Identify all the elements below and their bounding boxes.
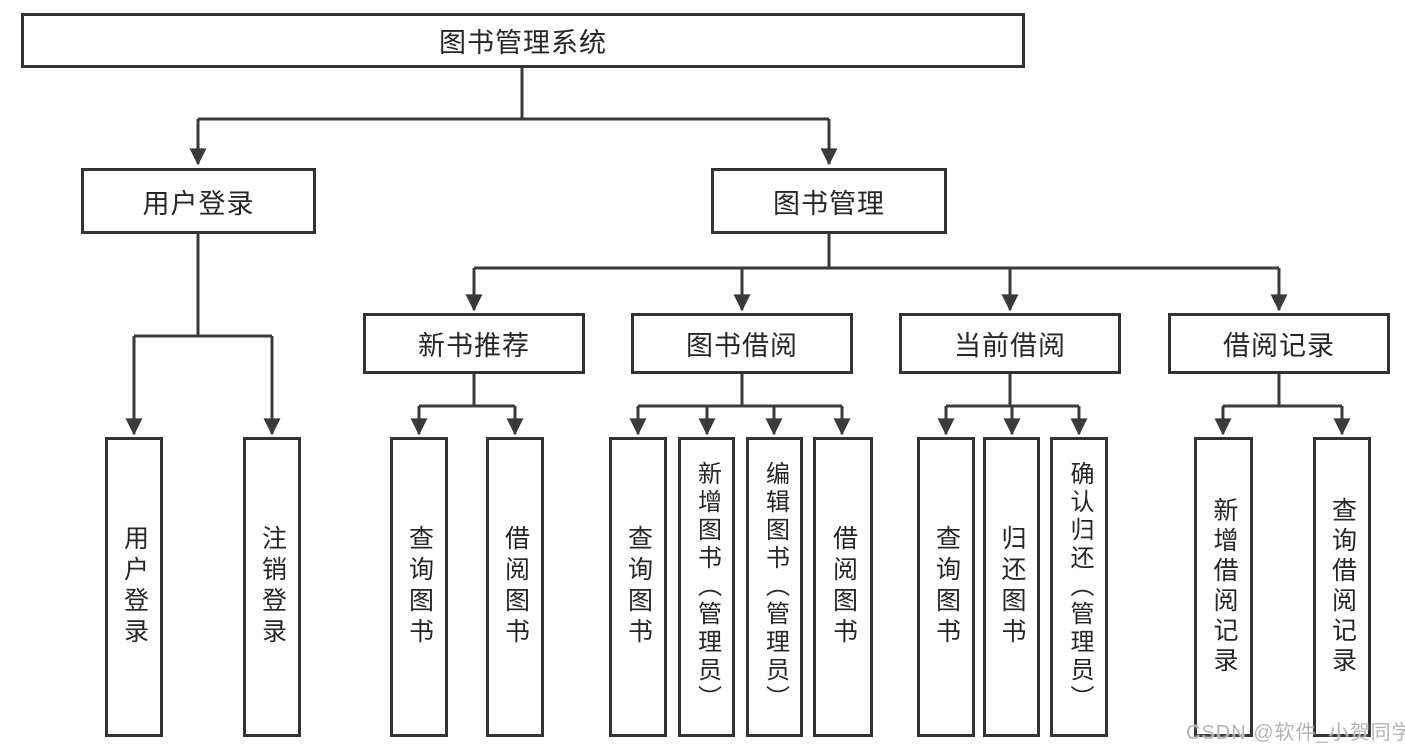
node-leaf-query-books: 查询图书: [390, 437, 448, 737]
leaf-label: 借阅图书: [829, 525, 858, 649]
node-leaf-query-books: 查询图书: [609, 437, 667, 737]
node-leaf-edit-book-admin: 编辑图书（管理员）: [746, 437, 803, 737]
node-borrow-records: 借阅记录: [1168, 313, 1390, 374]
node-leaf-query-books: 查询图书: [917, 437, 975, 737]
leaf-label: 新增图书（管理员）: [693, 461, 721, 713]
node-leaf-add-borrow-record: 新增借阅记录: [1194, 437, 1253, 737]
leaf-label: 编辑图书（管理员）: [761, 461, 789, 713]
node-book-borrowing: 图书借阅: [631, 313, 853, 374]
leaf-label: 查询图书: [624, 525, 653, 649]
leaf-label: 查询借阅记录: [1328, 497, 1357, 677]
node-leaf-borrow-books: 借阅图书: [486, 437, 544, 737]
node-new-book-recommend: 新书推荐: [363, 313, 585, 374]
node-leaf-query-borrow-record: 查询借阅记录: [1313, 437, 1371, 737]
node-leaf-user-login: 用户登录: [105, 437, 163, 737]
leaf-label: 用户登录: [120, 525, 149, 649]
leaf-label: 查询图书: [405, 525, 434, 649]
node-leaf-add-book-admin: 新增图书（管理员）: [678, 437, 735, 737]
leaf-label: 归还图书: [998, 525, 1026, 649]
leaf-label: 借阅图书: [501, 525, 530, 649]
leaf-label: 查询图书: [932, 525, 961, 649]
node-leaf-confirm-return-admin: 确认归还（管理员）: [1050, 437, 1108, 737]
node-library-system: 图书管理系统: [21, 13, 1025, 68]
node-leaf-borrow-books: 借阅图书: [813, 437, 873, 737]
node-leaf-logout: 注销登录: [243, 437, 301, 737]
connector-rails: [134, 68, 1342, 408]
node-user-login: 用户登录: [81, 168, 316, 234]
node-current-borrowing: 当前借阅: [899, 313, 1121, 374]
leaf-label: 新增借阅记录: [1210, 497, 1238, 677]
node-book-management: 图书管理: [711, 168, 947, 234]
csdn-watermark: CSDN @软件_小贺同学: [1186, 722, 1405, 744]
leaf-label: 注销登录: [258, 525, 287, 649]
leaf-label: 确认归还（管理员）: [1066, 461, 1093, 713]
node-leaf-return-book: 归还图书: [983, 437, 1040, 737]
